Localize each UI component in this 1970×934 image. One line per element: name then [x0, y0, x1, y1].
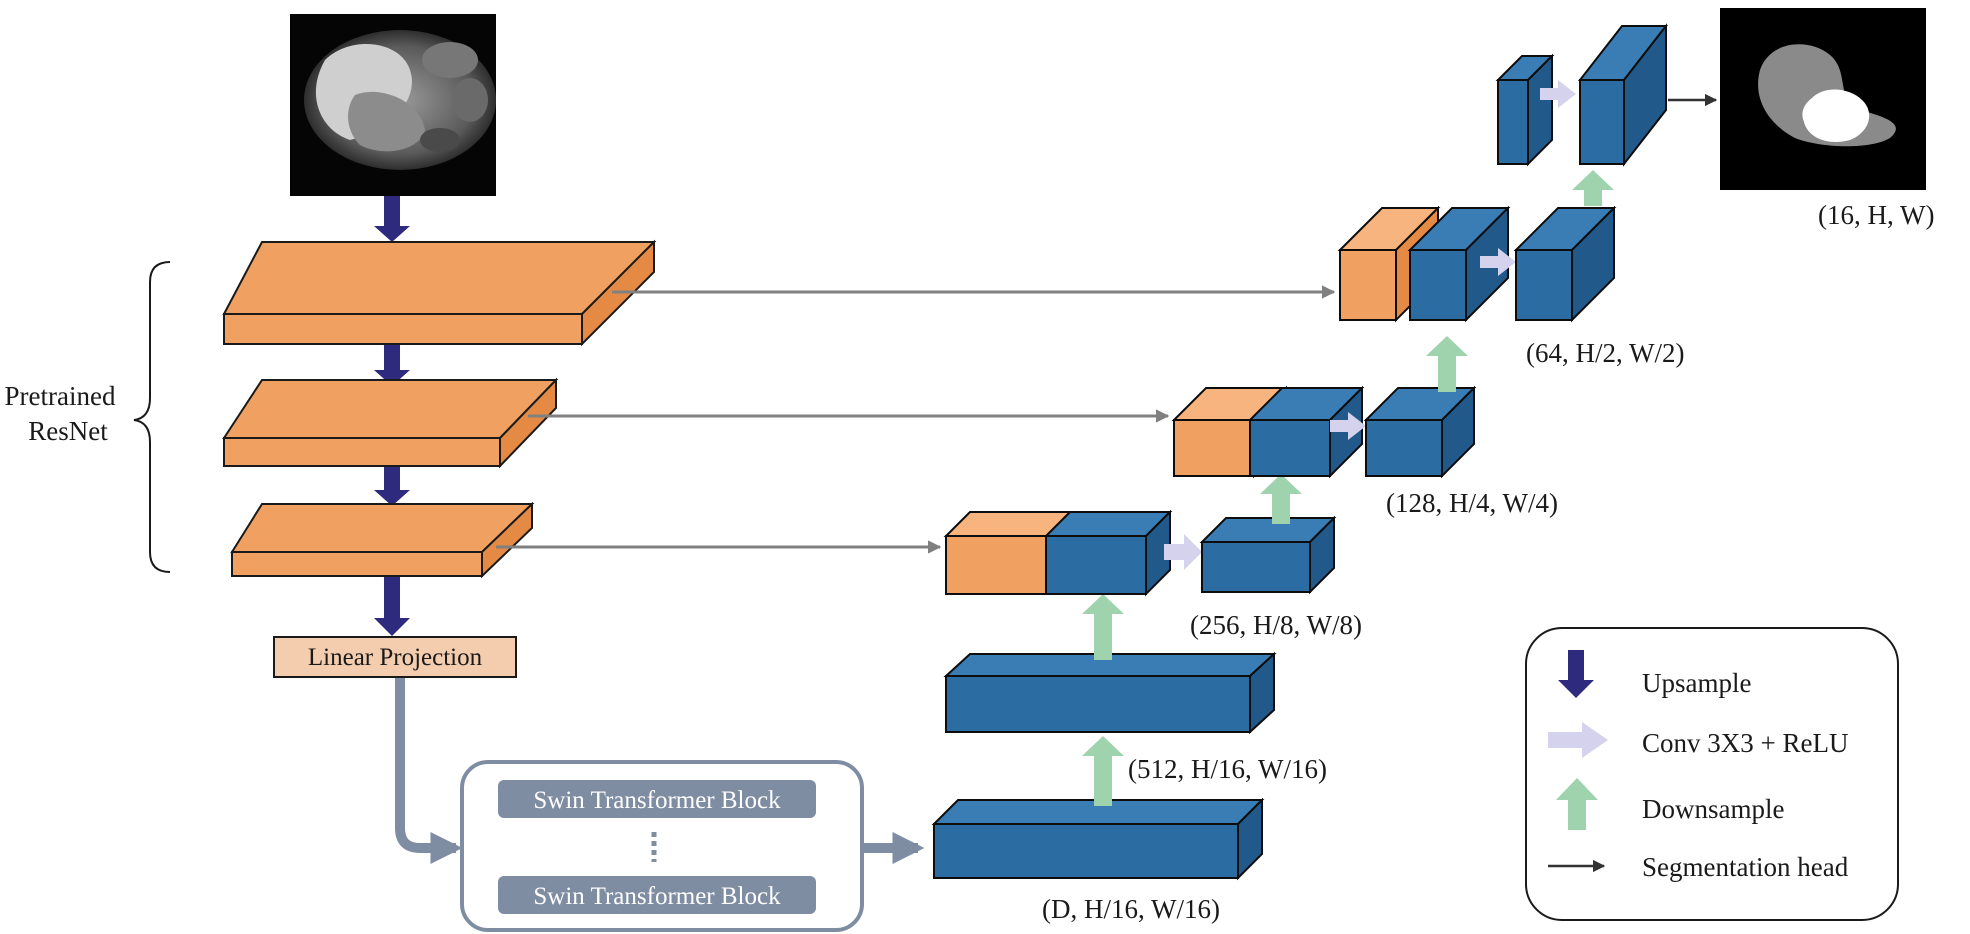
swin-block-bottom	[498, 876, 816, 914]
downsample-arrow-icon	[1572, 170, 1614, 206]
block-16-left	[1495, 53, 1555, 167]
block-16-right	[1577, 23, 1669, 167]
dim-label-64: (64, H/2, W/2)	[1526, 338, 1684, 368]
input-mri-slice-image	[290, 14, 496, 196]
block-512	[943, 651, 1277, 735]
upsample-arrow-icon	[374, 196, 410, 242]
conv-arrow-icon	[1164, 534, 1202, 570]
legend-conv-label: Conv 3X3 + ReLU	[1642, 728, 1848, 758]
dim-label-256: (256, H/8, W/8)	[1190, 610, 1362, 640]
dim-label-128: (128, H/4, W/4)	[1386, 488, 1558, 518]
encoder-slab-3	[230, 501, 535, 579]
legend-segmentation-label: Segmentation head	[1642, 852, 1849, 882]
block-256	[1199, 515, 1337, 595]
dim-label-D: (D, H/16, W/16)	[1042, 894, 1220, 924]
downsample-arrow-icon	[1426, 336, 1468, 392]
swin-block-bottom-label: Swin Transformer Block	[533, 883, 781, 910]
concat-64	[1337, 205, 1511, 323]
swin-block-top-label: Swin Transformer Block	[533, 787, 781, 814]
downsample-arrow-icon	[1082, 594, 1124, 660]
downsample-arrow-icon	[1556, 778, 1598, 830]
upsample-arrow-icon	[1558, 650, 1594, 698]
pretrained-label-line1: Pretrained	[5, 381, 116, 411]
swin-transformer-group: Swin Transformer Block Swin Transformer …	[460, 760, 864, 932]
upsample-arrow-icon	[374, 574, 410, 636]
linear-projection-box: Linear Projection	[273, 636, 517, 678]
legend: Upsample Conv 3X3 + ReLU Downsample Segm…	[1525, 627, 1899, 921]
conv-arrow-icon	[1548, 722, 1608, 758]
projection-to-transformer-arrow	[395, 678, 463, 865]
encoder-brace	[133, 261, 171, 573]
concat-128	[1171, 385, 1365, 479]
downsample-arrow-icon	[1260, 474, 1302, 524]
skip-connections	[496, 285, 1336, 554]
output-segmentation-mask-image	[1720, 8, 1926, 190]
encoder-slab-1	[222, 239, 657, 347]
encoder-arrows	[374, 196, 410, 636]
pretrained-label-line2: ResNet	[28, 416, 108, 446]
dim-label-512: (512, H/16, W/16)	[1128, 754, 1327, 784]
legend-upsample-label: Upsample	[1642, 668, 1751, 698]
conv-arrow-icon	[1480, 248, 1516, 276]
downsample-arrow-icon	[1082, 736, 1124, 806]
block-128	[1363, 385, 1477, 479]
conv-arrow-icon	[1330, 412, 1366, 440]
block-64	[1513, 205, 1617, 323]
dim-label-16: (16, H, W)	[1818, 200, 1934, 230]
conv-arrow-icon	[1540, 80, 1576, 108]
swin-block-top	[498, 780, 816, 818]
legend-downsample-label: Downsample	[1642, 794, 1784, 824]
upsample-arrow-icon	[374, 462, 410, 506]
upsample-arrow-icon	[374, 342, 410, 386]
encoder-slab-2	[222, 377, 559, 469]
bottleneck-block	[931, 797, 1265, 881]
concat-256	[943, 509, 1173, 597]
linear-projection-label: Linear Projection	[308, 644, 483, 671]
